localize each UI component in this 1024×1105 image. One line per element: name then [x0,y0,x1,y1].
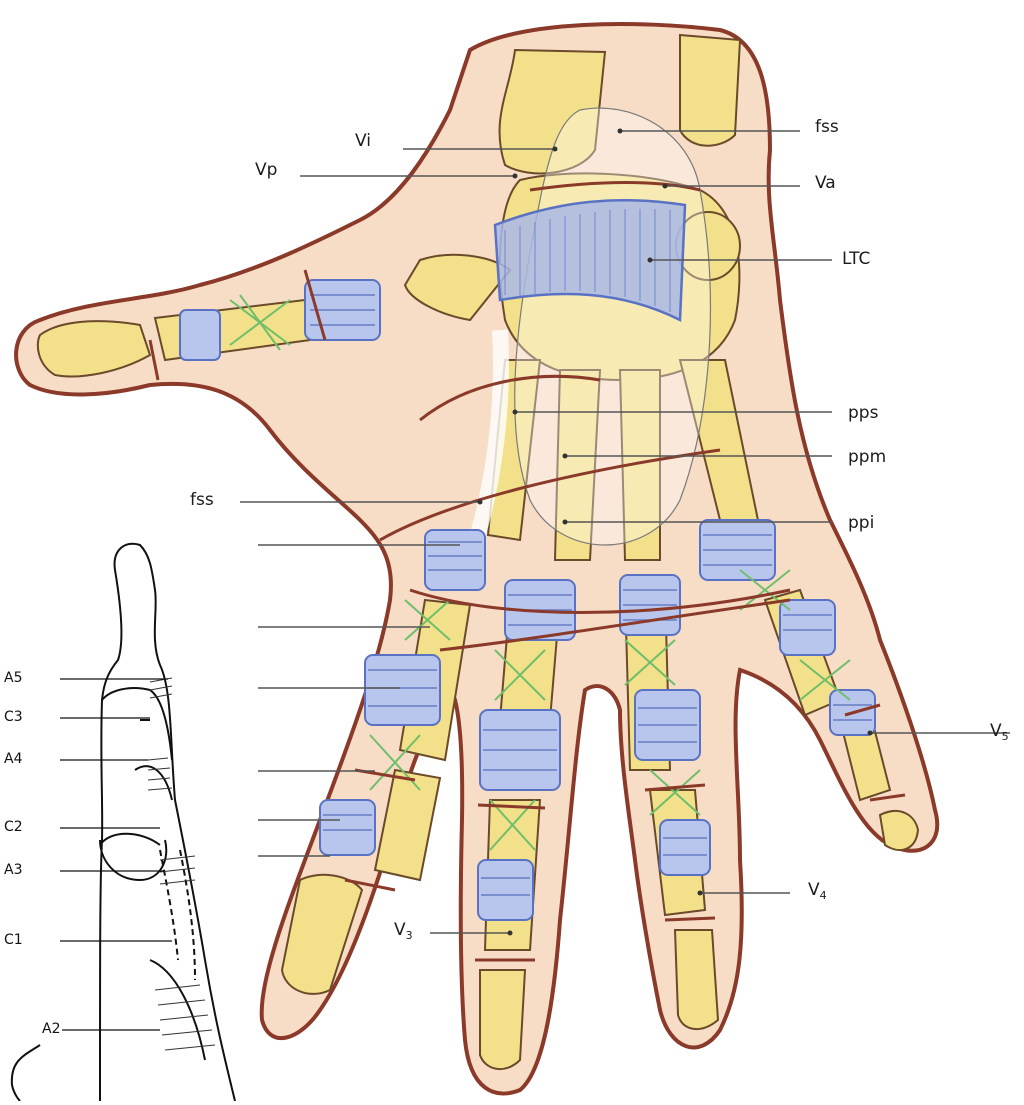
label-v3: V3 [394,922,413,941]
ulna-bone [680,35,740,146]
label-a2: A2 [40,1022,62,1036]
label-v5: V5 [990,723,1009,742]
label-v4-base: V [808,880,820,900]
label-va: Va [815,175,836,192]
label-v5-sub: 5 [1002,730,1009,743]
label-vp: Vp [255,162,277,179]
label-v4-sub: 4 [820,889,827,902]
label-c1: C1 [2,933,25,947]
label-pps: pps [848,405,878,422]
label-c3: C3 [2,710,25,724]
label-ppm: ppm [848,449,886,466]
label-c2: C2 [2,820,25,834]
label-vi: Vi [355,133,371,150]
label-v3-base: V [394,920,406,940]
label-ltc: LTC [842,251,870,268]
finger-inset-background [0,520,258,1101]
label-a3: A3 [2,863,24,877]
label-fss-top: fss [815,119,839,136]
label-ppi: ppi [848,515,874,532]
label-a5: A5 [2,671,24,685]
label-v3-sub: 3 [406,929,413,942]
label-v5-base: V [990,721,1002,741]
label-a4: A4 [2,752,24,766]
label-v4: V4 [808,882,827,901]
label-fss-mid: fss [190,492,214,509]
